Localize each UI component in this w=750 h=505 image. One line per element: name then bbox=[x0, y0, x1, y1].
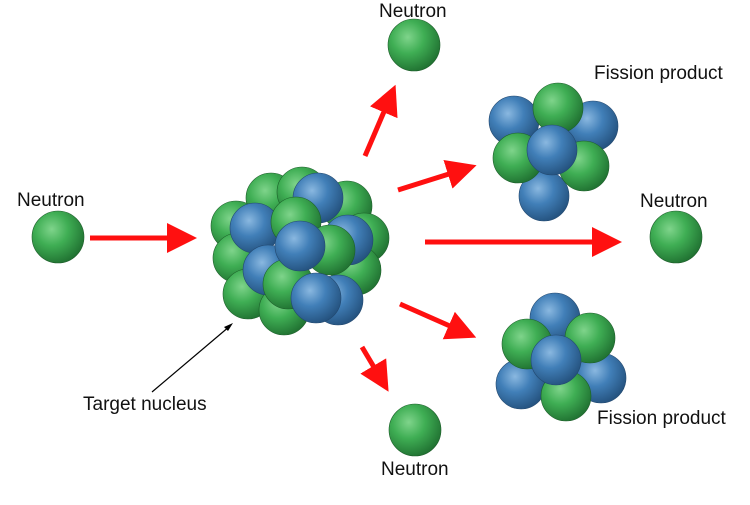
target-pointer bbox=[151, 323, 233, 393]
target-nucleus-particle bbox=[274, 220, 326, 272]
particles-layer bbox=[31, 18, 703, 457]
neutron-incoming bbox=[31, 210, 85, 264]
label-neutron-bottom: Neutron bbox=[381, 459, 449, 480]
label-fission-product-top: Fission product bbox=[594, 63, 723, 84]
neutron-top bbox=[387, 18, 441, 72]
neutron-bottom bbox=[388, 403, 442, 457]
label-neutron-top: Neutron bbox=[379, 1, 447, 22]
neutron-right bbox=[649, 210, 703, 264]
fission-product-top-particle bbox=[526, 124, 578, 176]
arrow-fission-top bbox=[397, 159, 477, 193]
arrow-neutron-bottom bbox=[359, 345, 389, 392]
label-neutron-incoming: Neutron bbox=[17, 190, 85, 211]
target-nucleus-particle bbox=[290, 272, 342, 324]
label-target-nucleus: Target nucleus bbox=[83, 394, 207, 415]
pointer-line bbox=[151, 325, 231, 393]
arrow-neutron-top bbox=[362, 84, 398, 157]
label-fission-product-bottom: Fission product bbox=[597, 408, 726, 429]
arrows-layer bbox=[90, 84, 623, 392]
label-neutron-right: Neutron bbox=[640, 191, 708, 212]
fission-product-bottom-particle bbox=[530, 334, 582, 386]
arrow-fission-bottom bbox=[398, 301, 477, 340]
pointer-head bbox=[224, 323, 233, 331]
